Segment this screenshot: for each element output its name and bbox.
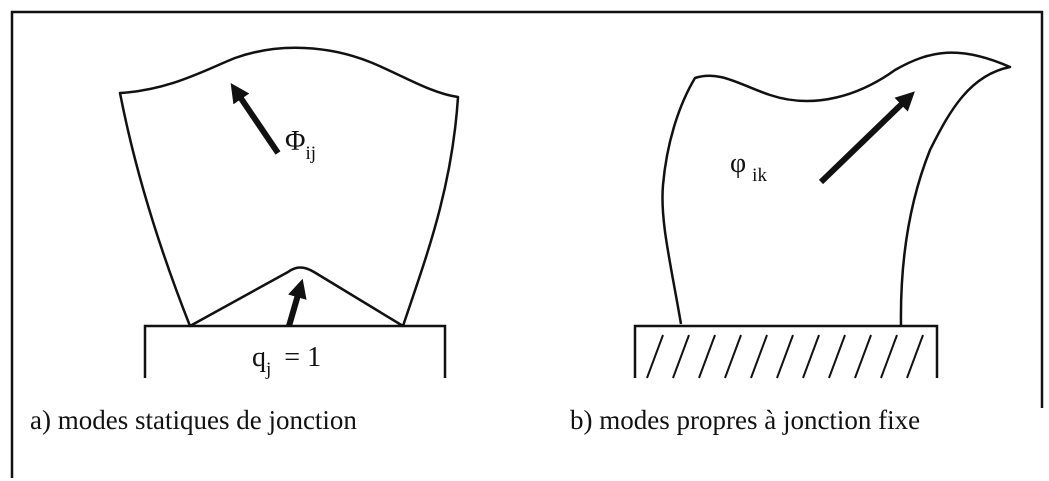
eigen-mode-arrow-icon	[818, 91, 915, 185]
fixed-base-b	[633, 324, 939, 378]
deformed-body-a	[118, 46, 460, 328]
fixed-hatching	[646, 334, 924, 379]
deformed-body-b	[661, 51, 1012, 327]
caption-panel-a: a) modes statiques de jonction	[30, 405, 357, 435]
junction-arrow-icon	[286, 278, 307, 327]
support-base-a	[143, 324, 447, 378]
junction-constraint-label: qj= 1	[252, 342, 321, 380]
static-mode-arrow-icon	[230, 83, 281, 155]
static-mode-label: Φij	[285, 126, 316, 164]
caption-panel-b: b) modes propres à jonction fixe	[570, 405, 921, 435]
figure-frame	[10, 10, 1044, 478]
panel-a: Φij qj= 1	[118, 46, 460, 380]
